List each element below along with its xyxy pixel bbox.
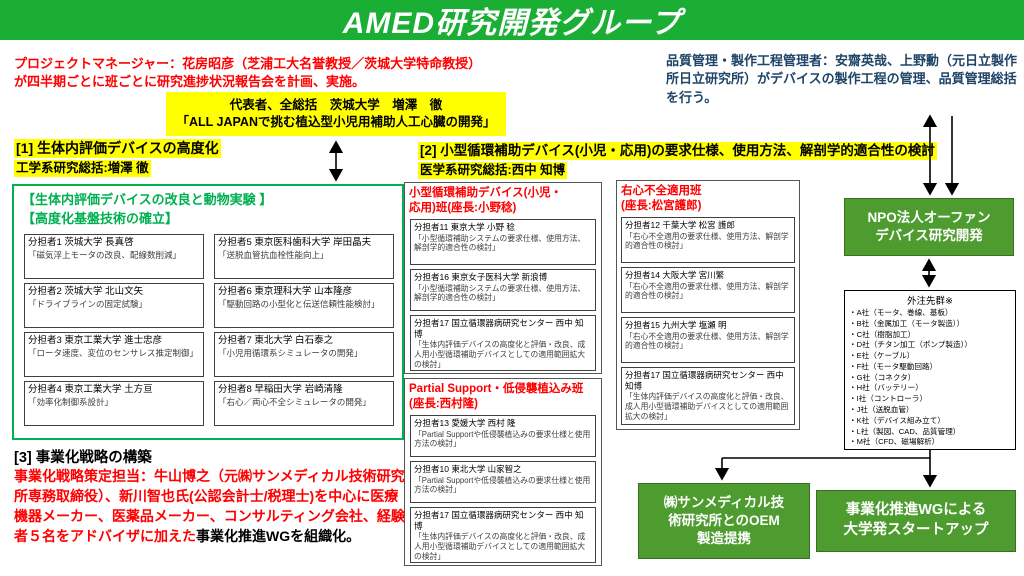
outsourcing-item: ・L社（製図、CAD、品質管理） bbox=[849, 426, 961, 436]
section2-title: [2] 小型循環補助デバイス(小児・応用)の要求仕様、使用方法、解剖学的適合性の… bbox=[418, 142, 937, 161]
member-name: 分担者5 東京医科歯科大学 岸田晶夫 bbox=[218, 237, 372, 248]
member-name: 分担者12 千葉大学 松宮 護郎 bbox=[625, 220, 736, 230]
section1-label: [1] 生体内評価デバイスの高度化 工学系研究総括:増澤 徹 bbox=[14, 139, 221, 179]
section2-label: [2] 小型循環補助デバイス(小児・応用)の要求仕様、使用方法、解剖学的適合性の… bbox=[418, 142, 937, 181]
section2-lead: 医学系研究総括:西中 知博 bbox=[418, 162, 568, 180]
member-box-17b: 分担者17 国立循環器病研究センター 西中 知博 「生体内評価デバイスの高度化と… bbox=[410, 507, 596, 563]
member-box-12: 分担者12 千葉大学 松宮 護郎 「右心不全適用の要求仕様、使用方法、解剖学的適… bbox=[621, 217, 795, 263]
member-name: 分担者13 愛媛大学 西村 隆 bbox=[414, 418, 516, 428]
representative-line2: 「ALL JAPANで挑む植込型小児用補助人工心臓の開発」 bbox=[176, 114, 496, 129]
representative-line1: 代表者、全総括 茨城大学 増澤 徹 bbox=[229, 98, 443, 112]
project-manager-note: プロジェクトマネージャー：花房昭彦（芝浦工大名誉教授／茨城大学特命教授）が四半期… bbox=[14, 56, 482, 90]
member-name: 分担者6 東京理科大学 山本隆彦 bbox=[218, 286, 353, 297]
outsourcing-item: ・G社（コネクタ） bbox=[849, 372, 916, 382]
member-theme: 「小型循環補助システムの要求仕様、使用方法、解剖学的適合性の検討」 bbox=[414, 233, 586, 253]
section3-body-black: 事業化推進WGを組織化。 bbox=[196, 527, 361, 544]
outsourcing-item: ・C社（樹脂加工） bbox=[849, 329, 916, 339]
section3-body-red: 事業化戦略策定担当：牛山博之（元㈱サンメディカル技術研究所専務取締役）、新川智也… bbox=[14, 468, 405, 544]
member-theme: 「ドライブラインの固定試験」 bbox=[28, 298, 148, 309]
npo-box: NPO法人オーファン デバイス研究開発 bbox=[844, 198, 1014, 256]
member-name: 分担者14 大阪大学 宮川繁 bbox=[625, 270, 725, 280]
member-box-6: 分担者6 東京理科大学 山本隆彦 「駆動回路の小型化と伝送信頼性能検討」 bbox=[214, 283, 394, 328]
member-name: 分担者17 国立循環器病研究センター 西中 知博 bbox=[414, 318, 584, 339]
member-theme: 「生体内評価デバイスの高度化と評価・改良、成人用小型循環補助デバイスとしての適用… bbox=[414, 532, 586, 561]
outsourcing-item: ・K社（デバイス組み立て） bbox=[849, 415, 945, 425]
section1-lead: 工学系研究総括:増澤 徹 bbox=[14, 159, 151, 177]
outsourcing-item: ・E社（ケーブル） bbox=[849, 351, 915, 361]
member-box-15: 分担者15 九州大学 塩瀬 明 「右心不全適用の要求仕様、使用方法、解剖学的適合… bbox=[621, 317, 795, 363]
section1-title: [1] 生体内評価デバイスの高度化 bbox=[14, 139, 221, 158]
member-box-10: 分担者10 東北大学 山家智之 「Partial Supportや低侵襲植込みの… bbox=[410, 461, 596, 503]
member-name: 分担者1 茨城大学 長真啓 bbox=[28, 237, 134, 248]
startup-box: 事業化推進WGによる 大学発スタートアップ bbox=[816, 490, 1016, 552]
outsourcing-item: ・F社（モータ駆動回路） bbox=[849, 361, 938, 371]
outsourcing-item: ・D社（チタン加工（ポンプ製造）） bbox=[849, 340, 972, 350]
page-title: AMED研究開発グループ bbox=[342, 7, 682, 40]
member-name: 分担者16 東京女子医科大学 新浪博 bbox=[414, 272, 548, 282]
member-box-13: 分担者13 愛媛大学 西村 隆 「Partial Supportや低侵襲植込みの… bbox=[410, 415, 596, 457]
member-theme: 「ロータ速度、変位のセンサレス推定制御」 bbox=[28, 347, 199, 358]
title-banner: AMED研究開発グループ bbox=[0, 0, 1024, 40]
engineering-group-container: 【生体内評価デバイスの改良と動物実験 】 【高度化基盤技術の確立】 分担者1 茨… bbox=[12, 184, 404, 440]
member-theme: 「Partial Supportや低侵襲植込みの要求仕様と使用方法の検討」 bbox=[414, 429, 591, 449]
quality-control-note: 品質管理・製作工程管理者：安齋英哉、上野勳（元日立製作所日立研究所）がデバイスの… bbox=[666, 53, 1018, 105]
group-partial-support: Partial Support・低侵襲植込み班 (座長:西村隆) 分担者13 愛… bbox=[404, 378, 602, 566]
section3-body: 事業化戦略策定担当：牛山博之（元㈱サンメディカル技術研究所専務取締役）、新川智也… bbox=[14, 467, 412, 547]
member-theme: 「右心不全適用の要求仕様、使用方法、解剖学的適合性の検討」 bbox=[625, 231, 789, 251]
group-pediatric-device: 小型循環補助デバイス(小児・ 応用)班(座長:小野稔) 分担者11 東京大学 小… bbox=[404, 182, 602, 374]
outsourcing-box: 外注先群※ ・A社（モータ、巻線、基板） ・B社（金属加工（モータ製造）） ・C… bbox=[844, 290, 1016, 450]
engineering-group-title-1: 【生体内評価デバイスの改良と動物実験 】 bbox=[22, 192, 273, 207]
member-box-5: 分担者5 東京医科歯科大学 岸田晶夫 「送脱血管抗血栓性能向上」 bbox=[214, 234, 394, 279]
outsourcing-item: ・B社（金属加工（モータ製造）） bbox=[849, 318, 965, 328]
outsourcing-item: ・M社（CFD、磁場解析） bbox=[849, 437, 940, 447]
member-theme: 「小型循環補助システムの要求仕様、使用方法、解剖学的適合性の検討」 bbox=[414, 283, 586, 303]
outsourcing-title: 外注先群※ bbox=[907, 296, 953, 307]
section3-title: [3] 事業化戦略の構築 bbox=[14, 450, 152, 466]
group-title: 小型循環補助デバイス(小児・ 応用)班(座長:小野稔) bbox=[409, 187, 562, 214]
group-title: Partial Support・低侵襲植込み班 (座長:西村隆) bbox=[409, 383, 584, 410]
outsourcing-item: ・H社（バッテリー） bbox=[849, 383, 923, 393]
member-theme: 「駆動回路の小型化と伝送信頼性能検討」 bbox=[218, 298, 380, 309]
member-theme: 「右心不全適用の要求仕様、使用方法、解剖学的適合性の検討」 bbox=[625, 331, 789, 351]
oem-partnership-box: ㈱サンメディカル技 術研究所とのOEM 製造提携 bbox=[638, 483, 810, 559]
member-box-3: 分担者3 東京工業大学 進士忠彦 「ロータ速度、変位のセンサレス推定制御」 bbox=[24, 332, 204, 377]
member-name: 分担者15 九州大学 塩瀬 明 bbox=[625, 320, 727, 330]
outsourcing-item: ・J社（送脱血管） bbox=[849, 405, 914, 415]
member-box-7: 分担者7 東北大学 白石泰之 「小児用循環系シミュレータの開発」 bbox=[214, 332, 394, 377]
member-box-11: 分担者11 東京大学 小野 稔 「小型循環補助システムの要求仕様、使用方法、解剖… bbox=[410, 219, 596, 265]
member-box-2: 分担者2 茨城大学 北山文矢 「ドライブラインの固定試験」 bbox=[24, 283, 204, 328]
member-name: 分担者4 東京工業大学 土方亘 bbox=[28, 384, 153, 395]
outsourcing-item: ・I社（コントローラ） bbox=[849, 394, 928, 404]
member-box-17c: 分担者17 国立循環器病研究センター 西中 知博 「生体内評価デバイスの高度化と… bbox=[621, 367, 795, 425]
group-title: 右心不全適用班 (座長:松宮護郎) bbox=[621, 185, 702, 212]
representative-box: 代表者、全総括 茨城大学 増澤 徹 「ALL JAPANで挑む植込型小児用補助人… bbox=[166, 92, 506, 136]
member-name: 分担者17 国立循環器病研究センター 西中 知博 bbox=[414, 510, 584, 531]
member-theme: 「送脱血管抗血栓性能向上」 bbox=[218, 249, 329, 260]
member-name: 分担者10 東北大学 山家智之 bbox=[414, 464, 522, 474]
member-theme: 「生体内評価デバイスの高度化と評価・改良、成人用小型循環補助デバイスとしての適用… bbox=[625, 392, 789, 421]
member-box-14: 分担者14 大阪大学 宮川繁 「右心不全適用の要求仕様、使用方法、解剖学的適合性… bbox=[621, 267, 795, 313]
member-name: 分担者11 東京大学 小野 稔 bbox=[414, 222, 515, 232]
member-name: 分担者8 早稲田大学 岩崎清隆 bbox=[218, 384, 343, 395]
member-theme: 「右心不全適用の要求仕様、使用方法、解剖学的適合性の検討」 bbox=[625, 281, 789, 301]
member-box-16: 分担者16 東京女子医科大学 新浪博 「小型循環補助システムの要求仕様、使用方法… bbox=[410, 269, 596, 311]
group-right-heart: 右心不全適用班 (座長:松宮護郎) 分担者12 千葉大学 松宮 護郎 「右心不全… bbox=[616, 180, 800, 430]
member-box-1: 分担者1 茨城大学 長真啓 「磁気浮上モータの改良、配線数削減」 bbox=[24, 234, 204, 279]
member-theme: 「小児用循環系シミュレータの開発」 bbox=[218, 347, 363, 358]
member-name: 分担者7 東北大学 白石泰之 bbox=[218, 335, 334, 346]
outsourcing-item: ・A社（モータ、巻線、基板） bbox=[849, 308, 953, 317]
member-theme: 「Partial Supportや低侵襲植込みの要求仕様と使用方法の検討」 bbox=[414, 475, 591, 495]
engineering-group-title-2: 【高度化基盤技術の確立】 bbox=[22, 211, 179, 226]
member-theme: 「生体内評価デバイスの高度化と評価・改良、成人用小型循環補助デバイスとしての適用… bbox=[414, 340, 586, 369]
member-name: 分担者3 東京工業大学 進士忠彦 bbox=[28, 335, 163, 346]
member-theme: 「磁気浮上モータの改良、配線数削減」 bbox=[28, 249, 182, 260]
member-name: 分担者17 国立循環器病研究センター 西中 知博 bbox=[625, 370, 784, 391]
member-name: 分担者2 茨城大学 北山文矢 bbox=[28, 286, 144, 297]
member-theme: 「右心／両心不全シミュレータの開発」 bbox=[218, 396, 371, 407]
member-box-8: 分担者8 早稲田大学 岩崎清隆 「右心／両心不全シミュレータの開発」 bbox=[214, 381, 394, 426]
member-theme: 「効率化制御系設計」 bbox=[28, 396, 114, 407]
member-box-4: 分担者4 東京工業大学 土方亘 「効率化制御系設計」 bbox=[24, 381, 204, 426]
member-box-17a: 分担者17 国立循環器病研究センター 西中 知博 「生体内評価デバイスの高度化と… bbox=[410, 315, 596, 371]
